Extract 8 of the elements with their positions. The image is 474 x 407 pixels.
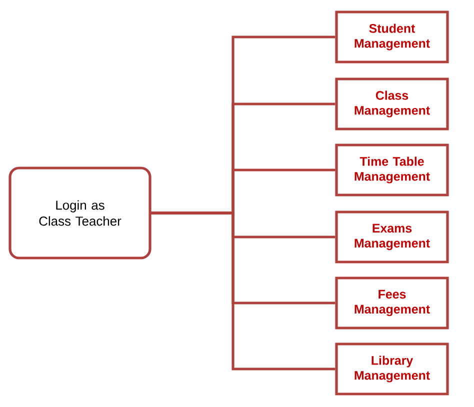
module-box: Class Management bbox=[335, 78, 449, 130]
module-box: Library Management bbox=[335, 342, 449, 396]
module-box: Exams Management bbox=[335, 210, 449, 264]
login-box: Login as Class Teacher bbox=[8, 166, 152, 260]
module-box: Student Management bbox=[335, 10, 449, 64]
connector-line bbox=[151, 212, 336, 370]
module-box: Fees Management bbox=[335, 276, 449, 330]
module-box: Time Table Management bbox=[335, 144, 449, 196]
